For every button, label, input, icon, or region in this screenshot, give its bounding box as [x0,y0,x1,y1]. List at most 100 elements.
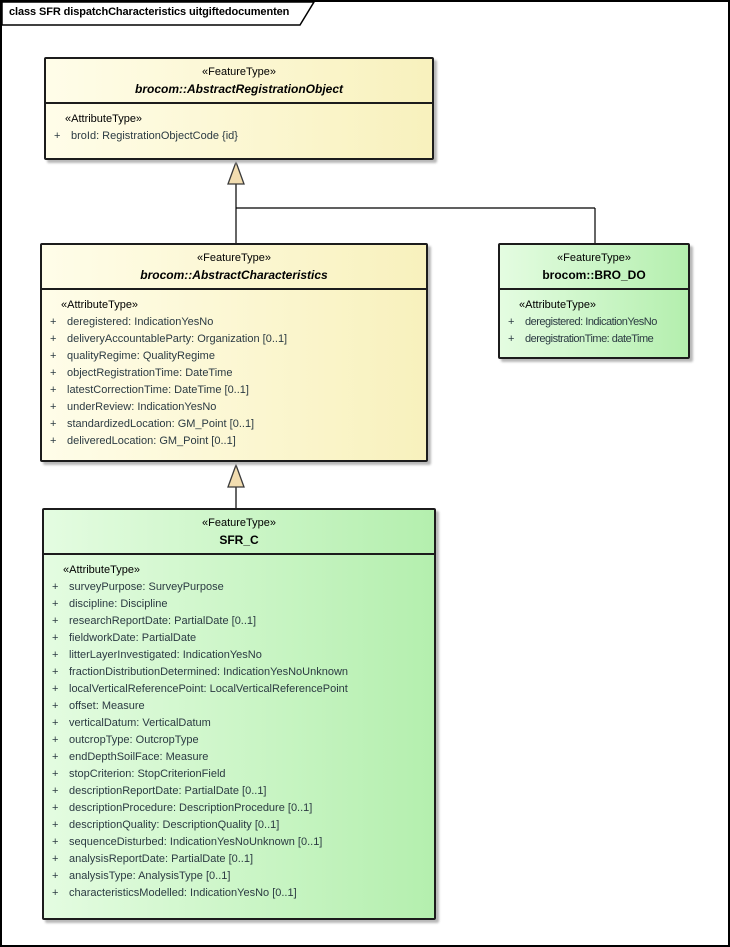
attribute-row: + outcropType: OutcropType [49,732,430,749]
attribute-text: offset: Measure [69,700,145,712]
attribute-visibility: + [50,316,57,328]
class-name: SFR_C [219,533,259,547]
attribute-list: + surveyPurpose: SurveyPurpose + discipline… [49,579,430,902]
attribute-row: + deregistered: IndicationYesNo [47,314,422,331]
attribute-row: +fractionDistributionDetermined: Indicat… [49,664,430,681]
attribute-text: characteristicsModelled: IndicationYesNo… [69,887,297,899]
attribute-visibility: + [508,316,514,328]
attribute-visibility: + [52,870,59,882]
attribute-list: + broId: RegistrationObjectCode {id} [51,128,428,145]
attributes-compartment: «AttributeType» + deregistered: Indicatio… [42,290,426,450]
attribute-text: discipline: Discipline [69,598,168,610]
attribute-text: deliveredLocation: GM_Point [0..1] [67,435,236,447]
generalization-triangle-icon [227,160,245,185]
attribute-visibility: + [52,768,59,780]
attribute-visibility: + [52,683,59,695]
attribute-visibility: + [52,666,59,678]
attribute-visibility: + [50,333,57,345]
attribute-stereotype: «AttributeType» [519,299,597,311]
attribute-text: broId: RegistrationObjectCode {id} [71,130,238,142]
attributes-compartment: «AttributeType» + deregistered: Indicatio… [500,290,688,348]
attribute-row: + surveyPurpose: SurveyPurpose [49,579,430,596]
attribute-visibility: + [52,853,59,865]
attribute-list: + deregistered: IndicationYesNo +deliveryA… [47,314,422,450]
attributes-compartment: «AttributeType» +broId: RegistrationObje… [46,104,432,145]
class-stereotype: «FeatureType» [202,517,276,529]
attribute-visibility: + [52,649,59,661]
class-stereotype: «FeatureType» [197,252,271,264]
attribute-text: analysisReportDate: PartialDate [0..1] [69,853,254,865]
generalization-arrow-to-abstract-characteristics[interactable] [227,463,245,508]
attribute-row: + characteristicsModelled: IndicationYesN… [49,885,430,902]
class-abstract-characteristics[interactable]: «FeatureType» brocom::AbstractCharacteri… [40,243,428,462]
class-sfr-c[interactable]: «FeatureType» SFR_C «AttributeType» + sur… [42,508,436,920]
attribute-row: +qualityRegime: QualityRegime [47,348,422,365]
attribute-row: + analysisReportDate: PartialDate [0..1] [49,851,430,868]
attribute-stereotype: «AttributeType» [61,299,139,311]
attribute-visibility: + [52,751,59,763]
attribute-text: stopCriterion: StopCriterionField [69,768,226,780]
attribute-text: descriptionProcedure: DescriptionProcedu… [69,802,313,814]
attribute-row: +deregistrationTime: dateTime [505,331,684,348]
class-header: «FeatureType» SFR_C [44,510,434,555]
attribute-text: fieldworkDate: PartialDate [69,632,197,644]
class-bro-do[interactable]: «FeatureType» brocom::BRO_DO «AttributeT… [498,243,690,359]
class-stereotype: «FeatureType» [202,66,276,78]
attribute-visibility: + [50,401,57,413]
attribute-text: verticalDatum: VerticalDatum [69,717,211,729]
attribute-row: +descriptionQuality: DescriptionQuality … [49,817,430,834]
attribute-row: + descriptionProcedure: DescriptionProced… [49,800,430,817]
attribute-visibility: + [52,785,59,797]
class-name: brocom::BRO_DO [542,268,646,282]
attribute-row: +standardizedLocation: GM_Point [0..1] [47,416,422,433]
diagram-frame-tab [2,2,315,26]
attribute-visibility: + [52,887,59,899]
attribute-visibility: + [52,734,59,746]
attribute-visibility: + [52,700,59,712]
class-name: brocom::AbstractCharacteristics [140,268,328,282]
attribute-visibility: + [54,130,61,142]
attribute-text: sequenceDisturbed: IndicationYesNoUnknow… [69,836,323,848]
attribute-visibility: + [52,598,59,610]
attribute-text: outcropType: OutcropType [69,734,199,746]
attribute-text: analysisType: AnalysisType [0..1] [69,870,231,882]
attribute-text: surveyPurpose: SurveyPurpose [69,581,224,593]
attribute-stereotype: «AttributeType» [63,564,141,576]
attribute-text: deregistered: IndicationYesNo [67,316,214,328]
attribute-row: + localVerticalReferencePoint: LocalVerti… [49,681,430,698]
attribute-text: localVerticalReferencePoint: LocalVertic… [69,683,348,695]
attribute-row: +deliveryAccountableParty: Organization … [47,331,422,348]
attribute-row: + deregistered: IndicationYesNo [505,314,684,331]
class-name: brocom::AbstractRegistrationObject [134,82,344,96]
attribute-text: deregistered: IndicationYesNo [525,316,657,328]
class-abstract-registration-object[interactable]: «FeatureType» brocom::AbstractRegistrati… [44,57,434,160]
attribute-visibility: + [508,333,514,345]
attribute-row: + endDepthSoilFace: Measure [49,749,430,766]
attribute-row: +underReview: IndicationYesNo [47,399,422,416]
attribute-row: + deliveredLocation: GM_Point [0..1] [47,433,422,450]
attribute-row: + litterLayerInvestigated: IndicationYesN… [49,647,430,664]
attribute-text: standardizedLocation: GM_Point [0..1] [67,418,255,430]
attribute-row: +descriptionReportDate: PartialDate [0..… [49,783,430,800]
attribute-text: endDepthSoilFace: Measure [69,751,209,763]
attribute-visibility: + [50,384,57,396]
attribute-visibility: + [52,581,59,593]
attribute-visibility: + [52,615,59,627]
attribute-visibility: + [52,802,59,814]
attribute-visibility: + [50,367,57,379]
class-header: «FeatureType» brocom::BRO_DO [500,245,688,290]
attribute-row: + broId: RegistrationObjectCode {id} [51,128,428,145]
attribute-visibility: + [52,836,59,848]
attribute-row: +researchReportDate: PartialDate [0..1] [49,613,430,630]
generalization-triangle-icon [227,463,245,488]
attribute-text: litterLayerInvestigated: IndicationYesNo [69,649,262,661]
attribute-text: descriptionQuality: DescriptionQuality [… [69,819,280,831]
attribute-row: + verticalDatum: VerticalDatum [49,715,430,732]
generalization-arrow-to-abstract-registration-object[interactable] [227,160,596,243]
class-stereotype: «FeatureType» [557,252,631,264]
attribute-visibility: + [50,435,57,447]
attribute-visibility: + [52,717,59,729]
attribute-row: + discipline: Discipline [49,596,430,613]
